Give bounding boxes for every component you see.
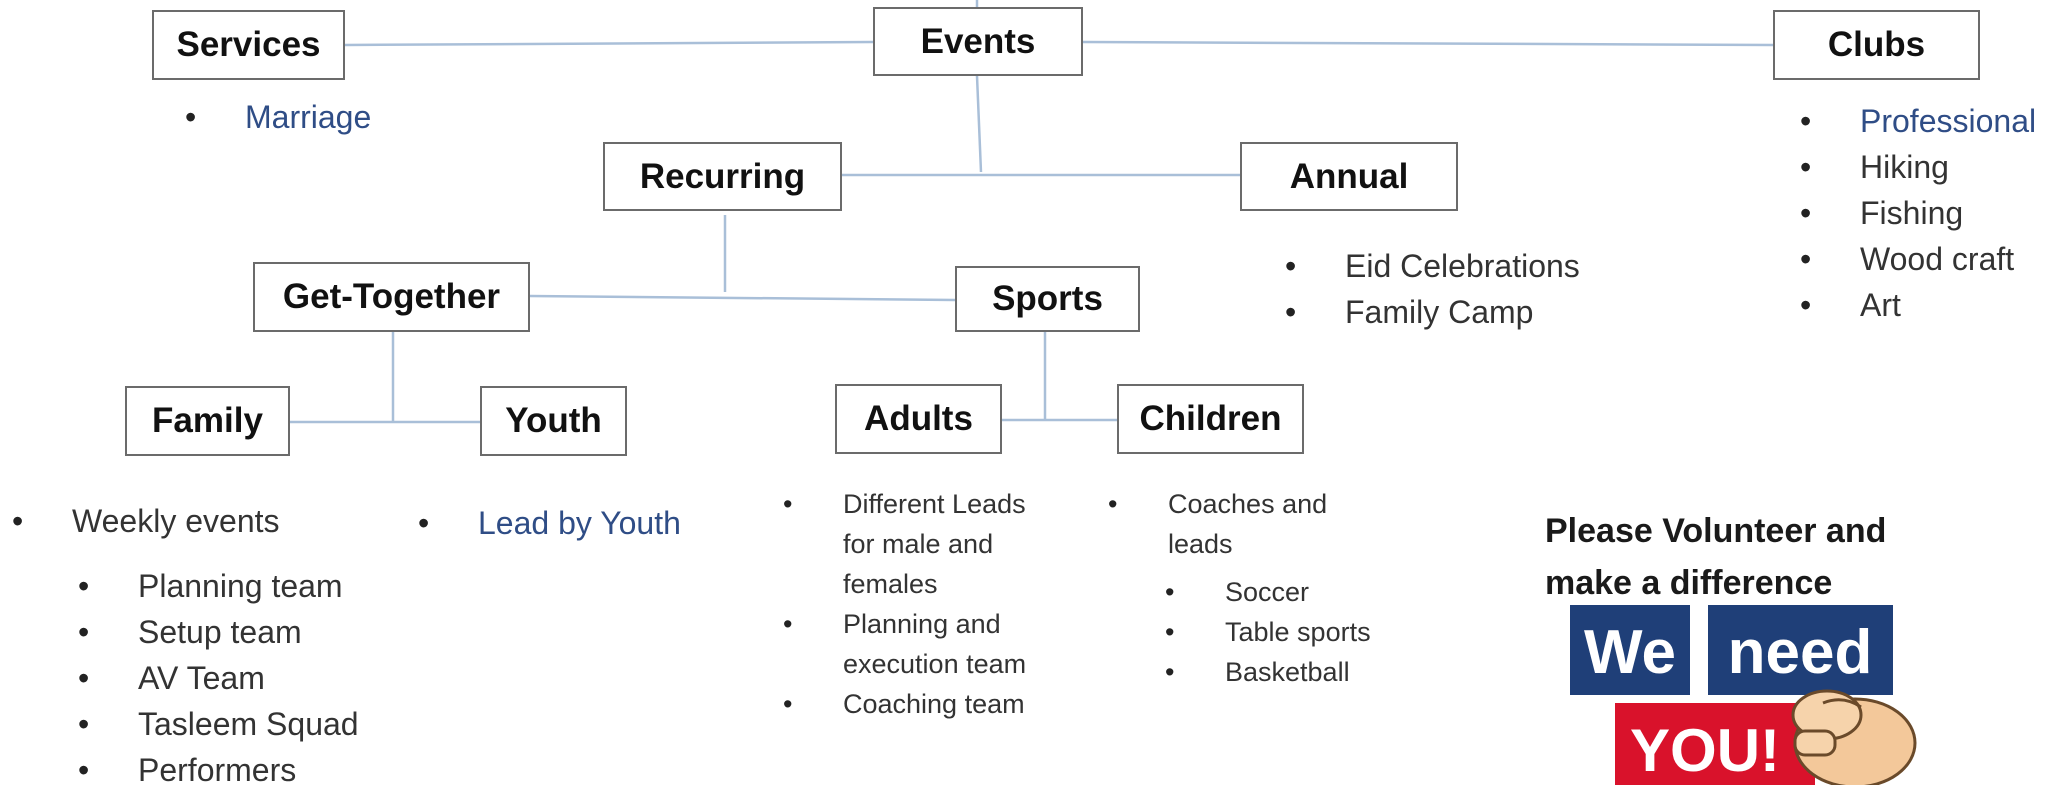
annual-list: Eid Celebrations Family Camp (1285, 243, 1580, 335)
list-item: AV Team (78, 655, 359, 701)
node-annual: Annual (1240, 142, 1458, 211)
volunteer-line-1: Please Volunteer and (1545, 512, 1887, 550)
services-list: Marriage (185, 94, 371, 140)
children-sublist: Soccer Table sports Basketball (1165, 572, 1371, 692)
node-sports: Sports (955, 266, 1140, 332)
list-item: Planning team (78, 563, 359, 609)
adults-list: Different Leads for male and females Pla… (783, 484, 1043, 724)
list-item: Soccer (1165, 572, 1371, 612)
list-item: Lead by Youth (418, 500, 681, 546)
badge-you-panel (1615, 703, 1815, 785)
node-recurring: Recurring (603, 142, 842, 211)
node-family: Family (125, 386, 290, 456)
list-item: Wood craft (1800, 236, 2036, 282)
list-item: Family Camp (1285, 289, 1580, 335)
we-need-you-badge: We need YOU! (1570, 605, 1917, 785)
family-sublist: Planning team Setup team AV Team Tasleem… (78, 563, 359, 793)
list-item: Coaches and leads (1108, 484, 1358, 564)
list-item: Professional (1800, 98, 2036, 144)
node-services: Services (152, 10, 345, 80)
children-list: Coaches and leads (1108, 484, 1358, 564)
list-item: Coaching team (783, 684, 1043, 724)
list-item: Setup team (78, 609, 359, 655)
list-item: Planning and execution team (783, 604, 1043, 684)
badge-we-text: We (1584, 618, 1676, 687)
list-item: Table sports (1165, 612, 1371, 652)
list-item: Art (1800, 282, 2036, 328)
node-children: Children (1117, 384, 1304, 454)
youth-list: Lead by Youth (418, 500, 681, 546)
volunteer-line-2: make a difference (1545, 564, 1833, 602)
node-youth: Youth (480, 386, 627, 456)
family-list: Weekly events (12, 498, 280, 544)
list-item: Basketball (1165, 652, 1371, 692)
list-item: Hiking (1800, 144, 2036, 190)
list-item: Performers (78, 747, 359, 793)
badge-need-panel (1708, 605, 1893, 695)
list-item: Tasleem Squad (78, 701, 359, 747)
pointing-hand-icon (1791, 689, 1917, 785)
list-item: Fishing (1800, 190, 2036, 236)
volunteer-callout: Please Volunteer and make a difference (1545, 505, 1886, 609)
list-item: Eid Celebrations (1285, 243, 1580, 289)
node-get-together: Get-Together (253, 262, 530, 332)
badge-you-text: YOU! (1630, 717, 1780, 784)
list-item: Marriage (185, 94, 371, 140)
node-clubs: Clubs (1773, 10, 1980, 80)
list-item: Different Leads for male and females (783, 484, 1043, 604)
node-events: Events (873, 7, 1083, 76)
node-adults: Adults (835, 384, 1002, 454)
badge-need-text: need (1728, 618, 1873, 687)
badge-we-panel (1570, 605, 1690, 695)
clubs-list: Professional Hiking Fishing Wood craft A… (1800, 98, 2036, 328)
list-item: Weekly events (12, 498, 280, 544)
